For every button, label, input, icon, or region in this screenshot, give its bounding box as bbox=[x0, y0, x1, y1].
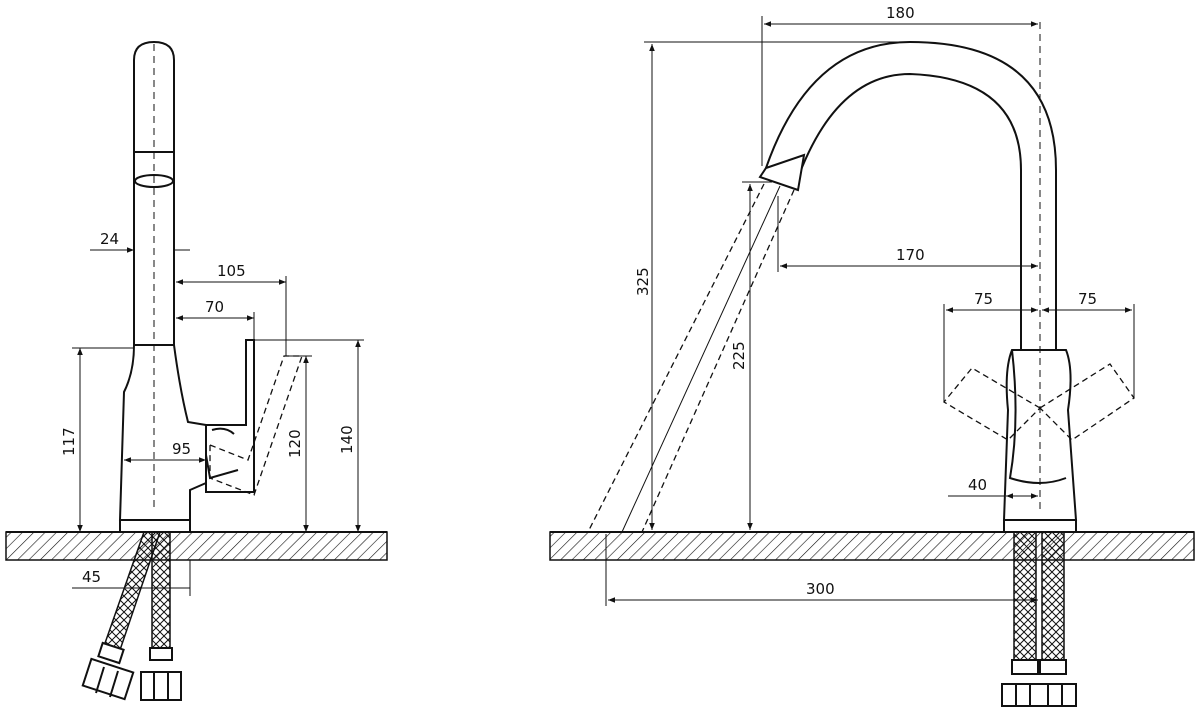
countertop-left bbox=[5, 531, 388, 561]
side-handle bbox=[205, 339, 255, 493]
dim-140-label: 140 bbox=[338, 425, 356, 454]
side-base-ring bbox=[119, 519, 191, 533]
dim-120-label: 120 bbox=[286, 429, 304, 458]
front-spout-nozzle bbox=[758, 153, 806, 192]
dim-24-label: 24 bbox=[100, 230, 119, 248]
dim-170-label: 170 bbox=[896, 246, 925, 264]
dim-225-label: 225 bbox=[730, 341, 748, 370]
water-stream-left bbox=[587, 183, 765, 533]
dim-180-label: 180 bbox=[886, 4, 915, 22]
dim-325-label: 325 bbox=[634, 267, 652, 296]
dim-40-label: 40 bbox=[968, 476, 987, 494]
countertop-right bbox=[549, 531, 1195, 561]
water-stream-right bbox=[641, 189, 795, 533]
side-hoses bbox=[81, 531, 182, 701]
dim-45-label: 45 bbox=[82, 568, 101, 586]
dim-95-label: 95 bbox=[172, 440, 191, 458]
dim-105-label: 105 bbox=[217, 262, 246, 280]
side-faucet-body bbox=[118, 344, 207, 521]
dim-300-label: 300 bbox=[806, 580, 835, 598]
dim-117-label: 117 bbox=[60, 427, 78, 456]
front-hoses bbox=[1001, 531, 1077, 707]
dim-75-right-label: 75 bbox=[1078, 290, 1097, 308]
water-stream-centre bbox=[621, 185, 781, 533]
front-base-ring bbox=[1003, 519, 1077, 533]
side-view: 24 105 70 117 95 120 140 45 bbox=[5, 40, 388, 701]
dim-75-left-label: 75 bbox=[974, 290, 993, 308]
front-spout-gooseneck bbox=[764, 40, 1057, 351]
front-view: 180 325 225 170 75 75 40 300 bbox=[549, 4, 1195, 707]
side-handle-swung-outline bbox=[209, 355, 303, 496]
dim-70-label: 70 bbox=[205, 298, 224, 316]
